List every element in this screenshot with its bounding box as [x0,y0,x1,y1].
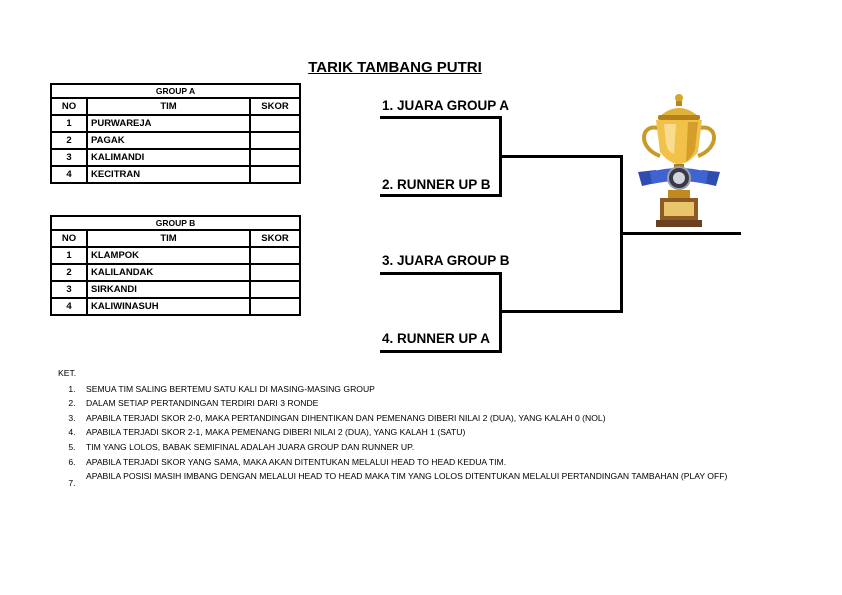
row-team: KALIMANDI [87,149,250,166]
list-item: 1. SEMUA TIM SALING BERTEMU SATU KALI DI… [58,382,746,397]
bracket-slot-2-label: 2. RUNNER UP B [382,177,491,192]
note-number: 6. [58,455,86,470]
header-no: NO [51,98,87,115]
bracket-line-champion [620,232,741,235]
table-row: 2 PAGAK [51,132,300,149]
list-item: 6. APABILA TERJADI SKOR YANG SAMA, MAKA … [58,455,746,470]
bracket-line-slot-3 [380,272,502,275]
row-no: 3 [51,149,87,166]
notes-section: KET. 1. SEMUA TIM SALING BERTEMU SATU KA… [58,366,746,491]
row-no: 4 [51,166,87,183]
note-number: 2. [58,396,86,411]
table-row: 3 SIRKANDI [51,281,300,298]
row-score [250,115,300,132]
header-skor: SKOR [250,98,300,115]
row-team: SIRKANDI [87,281,250,298]
bracket-line-semi-2 [499,310,623,313]
note-number: 3. [58,411,86,426]
note-text: APABILA TERJADI SKOR YANG SAMA, MAKA AKA… [86,455,746,470]
bracket-slot-3-label: 3. JUARA GROUP B [382,253,510,268]
row-team: PAGAK [87,132,250,149]
bracket-slot-4-label: 4. RUNNER UP A [382,331,490,346]
note-text: TIM YANG LOLOS, BABAK SEMIFINAL ADALAH J… [86,440,746,455]
row-score [250,298,300,315]
note-text: DALAM SETIAP PERTANDINGAN TERDIRI DARI 3… [86,396,746,411]
group-a-name: GROUP A [51,84,300,98]
group-a-table: GROUP A NO TIM SKOR 1 PURWAREJA 2 PAGAK … [50,83,301,184]
row-score [250,166,300,183]
row-no: 1 [51,115,87,132]
note-number: 1. [58,382,86,397]
note-number: 5. [58,440,86,455]
header-no: NO [51,230,87,247]
note-number: 7. [58,469,86,491]
note-text: SEMUA TIM SALING BERTEMU SATU KALI DI MA… [86,382,746,397]
row-no: 2 [51,132,87,149]
list-item: 7. APABILA POSISI MASIH IMBANG DENGAN ME… [58,469,746,491]
table-row: 4 KALIWINASUH [51,298,300,315]
note-text: APABILA POSISI MASIH IMBANG DENGAN MELAL… [86,469,746,491]
list-item: 5. TIM YANG LOLOS, BABAK SEMIFINAL ADALA… [58,440,746,455]
list-item: 4. APABILA TERJADI SKOR 2-1, MAKA PEMENA… [58,425,746,440]
bracket-line-slot-4 [380,350,502,353]
row-no: 2 [51,264,87,281]
note-text: APABILA TERJADI SKOR 2-0, MAKA PERTANDIN… [86,411,746,426]
row-score [250,247,300,264]
table-row: 2 KALILANDAK [51,264,300,281]
header-tim: TIM [87,230,250,247]
row-score [250,132,300,149]
notes-heading: KET. [58,366,746,381]
row-team: PURWAREJA [87,115,250,132]
row-no: 3 [51,281,87,298]
table-row: 4 KECITRAN [51,166,300,183]
page-title: TARIK TAMBANG PUTRI [300,59,490,76]
table-row: 3 KALIMANDI [51,149,300,166]
row-team: KLAMPOK [87,247,250,264]
row-score [250,264,300,281]
bracket-line-slot-2 [380,194,502,197]
group-b-table: GROUP B NO TIM SKOR 1 KLAMPOK 2 KALILAND… [50,215,301,316]
table-row: 1 PURWAREJA [51,115,300,132]
table-row: 1 KLAMPOK [51,247,300,264]
row-team: KECITRAN [87,166,250,183]
group-b-name: GROUP B [51,216,300,230]
bracket-line-slot-1 [380,116,502,119]
row-team: KALIWINASUH [87,298,250,315]
row-no: 4 [51,298,87,315]
row-score [250,281,300,298]
bracket-line-semi-1 [499,155,623,158]
row-team: KALILANDAK [87,264,250,281]
row-score [250,149,300,166]
note-number: 4. [58,425,86,440]
list-item: 3. APABILA TERJADI SKOR 2-0, MAKA PERTAN… [58,411,746,426]
trophy-icon [636,92,722,230]
note-text: APABILA TERJADI SKOR 2-1, MAKA PEMENANG … [86,425,746,440]
header-tim: TIM [87,98,250,115]
row-no: 1 [51,247,87,264]
list-item: 2. DALAM SETIAP PERTANDINGAN TERDIRI DAR… [58,396,746,411]
header-skor: SKOR [250,230,300,247]
bracket-slot-1-label: 1. JUARA GROUP A [382,98,509,113]
